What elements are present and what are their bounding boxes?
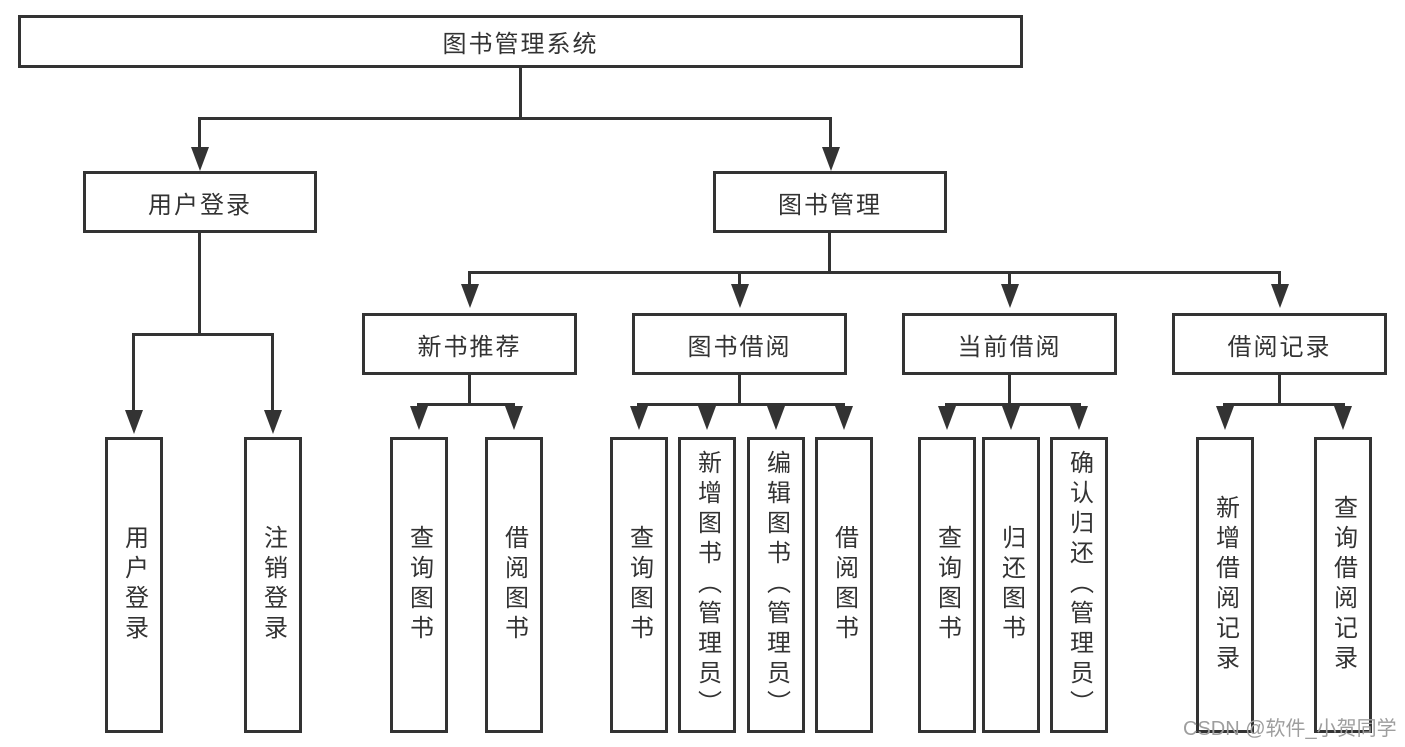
connector-line xyxy=(468,375,471,406)
connector-line xyxy=(417,403,515,406)
connector-line xyxy=(198,120,201,147)
connector-line xyxy=(829,120,832,147)
connector-line xyxy=(271,336,274,410)
connector-line xyxy=(738,274,741,284)
arrowhead-down-icon xyxy=(731,284,749,308)
arrowhead-down-icon xyxy=(1002,406,1020,430)
arrowhead-down-icon xyxy=(410,406,428,430)
connector-line xyxy=(738,375,741,406)
connector-line xyxy=(132,336,135,410)
leaf-user-login: 用户登录 xyxy=(105,437,163,733)
connector-line xyxy=(198,233,201,335)
leaf-logout: 注销登录 xyxy=(244,437,302,733)
connector-line xyxy=(1008,375,1011,406)
node-label: 编辑图书（管理员） xyxy=(762,450,790,720)
leaf-edit-book-admin: 编辑图书（管理员） xyxy=(747,437,805,733)
connector-line xyxy=(1223,403,1345,406)
node-book-management-system: 图书管理系统 xyxy=(18,15,1023,68)
connector-line xyxy=(637,403,845,406)
node-label: 查询借阅记录 xyxy=(1329,495,1357,675)
node-current-borrowing: 当前借阅 xyxy=(902,313,1117,375)
leaf-query-books-current: 查询图书 xyxy=(918,437,976,733)
leaf-add-book-admin: 新增图书（管理员） xyxy=(678,437,736,733)
node-label: 借阅图书 xyxy=(500,525,528,645)
leaf-add-borrow-record: 新增借阅记录 xyxy=(1196,437,1254,733)
leaf-borrow-books-recommend: 借阅图书 xyxy=(485,437,543,733)
connector-line xyxy=(132,333,274,336)
leaf-borrow-books-borrowing: 借阅图书 xyxy=(815,437,873,733)
node-label: 确认归还（管理员） xyxy=(1065,450,1093,720)
node-label: 注销登录 xyxy=(259,525,287,645)
node-label: 新增借阅记录 xyxy=(1211,495,1239,675)
arrowhead-down-icon xyxy=(938,406,956,430)
leaf-return-book: 归还图书 xyxy=(982,437,1040,733)
arrowhead-down-icon xyxy=(505,406,523,430)
leaf-query-borrow-record: 查询借阅记录 xyxy=(1314,437,1372,733)
node-label: 当前借阅 xyxy=(957,333,1062,361)
arrowhead-down-icon xyxy=(1070,406,1088,430)
arrowhead-down-icon xyxy=(191,147,209,171)
watermark: CSDN @软件_小贺同学 xyxy=(1183,718,1397,740)
arrowhead-down-icon xyxy=(264,410,282,434)
connector-line xyxy=(1008,274,1011,284)
connector-line xyxy=(468,274,471,284)
node-book-borrowing: 图书借阅 xyxy=(632,313,847,375)
node-label: 图书管理系统 xyxy=(442,31,599,58)
node-book-management: 图书管理 xyxy=(713,171,947,233)
connector-line xyxy=(945,403,1081,406)
arrowhead-down-icon xyxy=(767,406,785,430)
node-label: 借阅图书 xyxy=(830,525,858,645)
arrowhead-down-icon xyxy=(630,406,648,430)
arrowhead-down-icon xyxy=(1334,406,1352,430)
leaf-confirm-return-admin: 确认归还（管理员） xyxy=(1050,437,1108,733)
connector-line xyxy=(1278,375,1281,406)
connector-line xyxy=(198,117,832,120)
arrowhead-down-icon xyxy=(1271,284,1289,308)
node-label: 查询图书 xyxy=(405,525,433,645)
arrowhead-down-icon xyxy=(1001,284,1019,308)
node-label: 图书借阅 xyxy=(687,333,792,361)
leaf-query-books-recommend: 查询图书 xyxy=(390,437,448,733)
node-label: 借阅记录 xyxy=(1227,333,1332,361)
node-label: 查询图书 xyxy=(625,525,653,645)
node-label: 图书管理 xyxy=(778,191,882,219)
leaf-query-books-borrowing: 查询图书 xyxy=(610,437,668,733)
connector-line xyxy=(468,271,1281,274)
node-label: 归还图书 xyxy=(997,525,1025,645)
arrowhead-down-icon xyxy=(461,284,479,308)
node-user-login: 用户登录 xyxy=(83,171,317,233)
node-label: 新书推荐 xyxy=(417,333,522,361)
node-label: 用户登录 xyxy=(120,525,148,645)
node-label: 查询图书 xyxy=(933,525,961,645)
connector-line xyxy=(519,68,522,117)
arrowhead-down-icon xyxy=(125,410,143,434)
node-new-book-recommend: 新书推荐 xyxy=(362,313,577,375)
arrowhead-down-icon xyxy=(835,406,853,430)
arrowhead-down-icon xyxy=(698,406,716,430)
node-label: 用户登录 xyxy=(148,191,252,219)
node-label: 新增图书（管理员） xyxy=(693,450,721,720)
arrowhead-down-icon xyxy=(1216,406,1234,430)
node-borrowing-records: 借阅记录 xyxy=(1172,313,1387,375)
arrowhead-down-icon xyxy=(822,147,840,171)
connector-line xyxy=(828,233,831,274)
connector-line xyxy=(1278,274,1281,284)
